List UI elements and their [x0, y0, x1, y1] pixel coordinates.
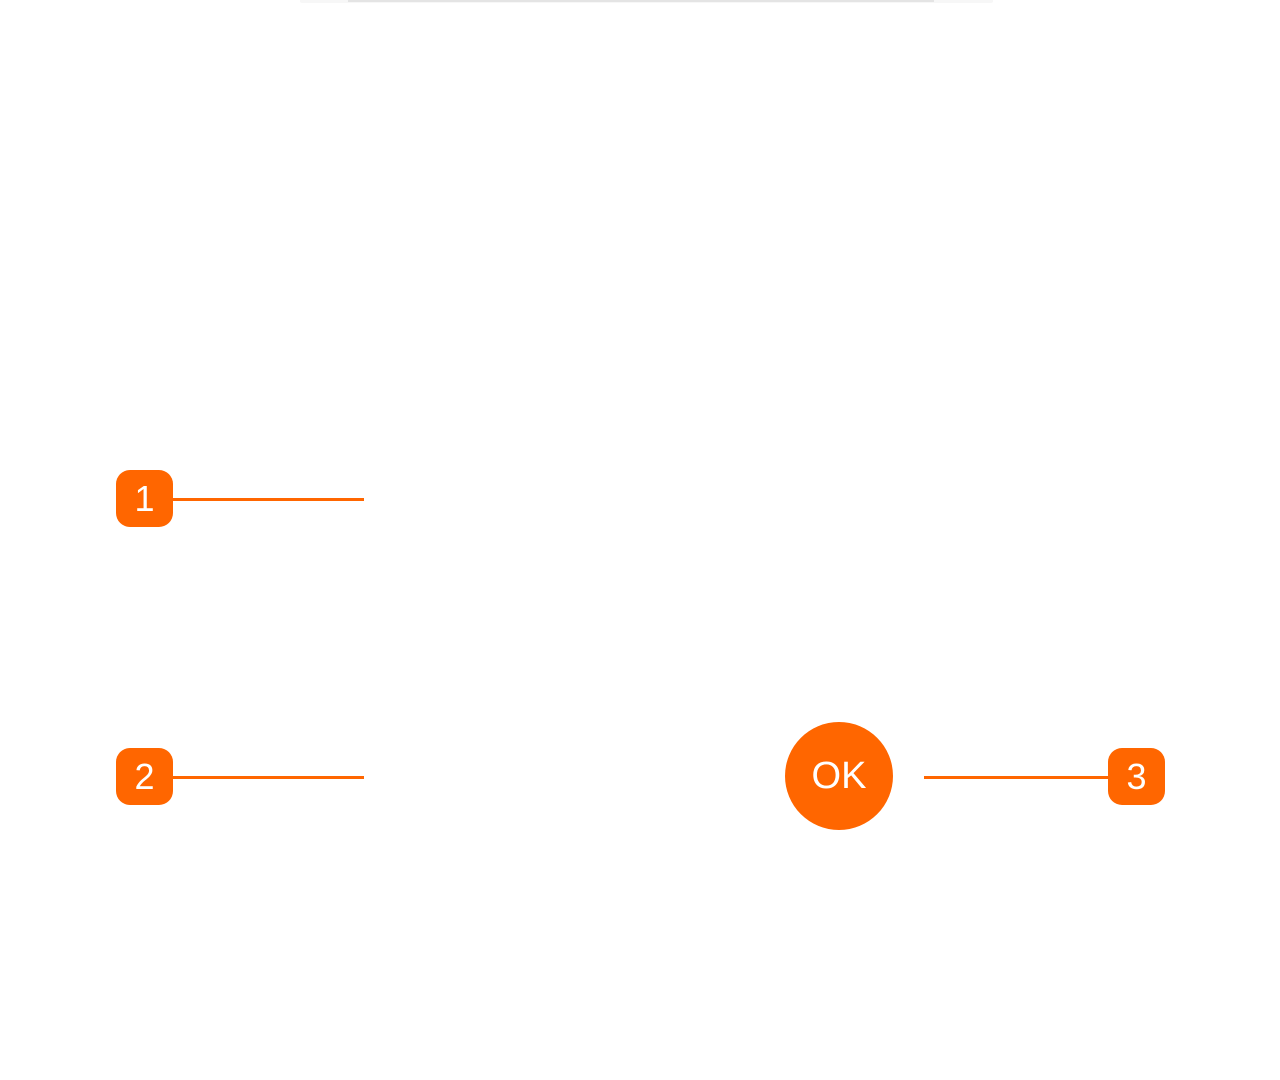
callout-badge-3: 3: [1108, 748, 1165, 805]
callout-leader-line-2: [172, 776, 364, 779]
ok-button[interactable]: OK: [785, 722, 893, 830]
callout-badge-2: 2: [116, 748, 173, 805]
callout-leader-line-3: [924, 776, 1110, 779]
callout-leader-line-1: [172, 498, 364, 501]
device-top-bar: [348, 0, 934, 2]
callout-badge-1: 1: [116, 470, 173, 527]
